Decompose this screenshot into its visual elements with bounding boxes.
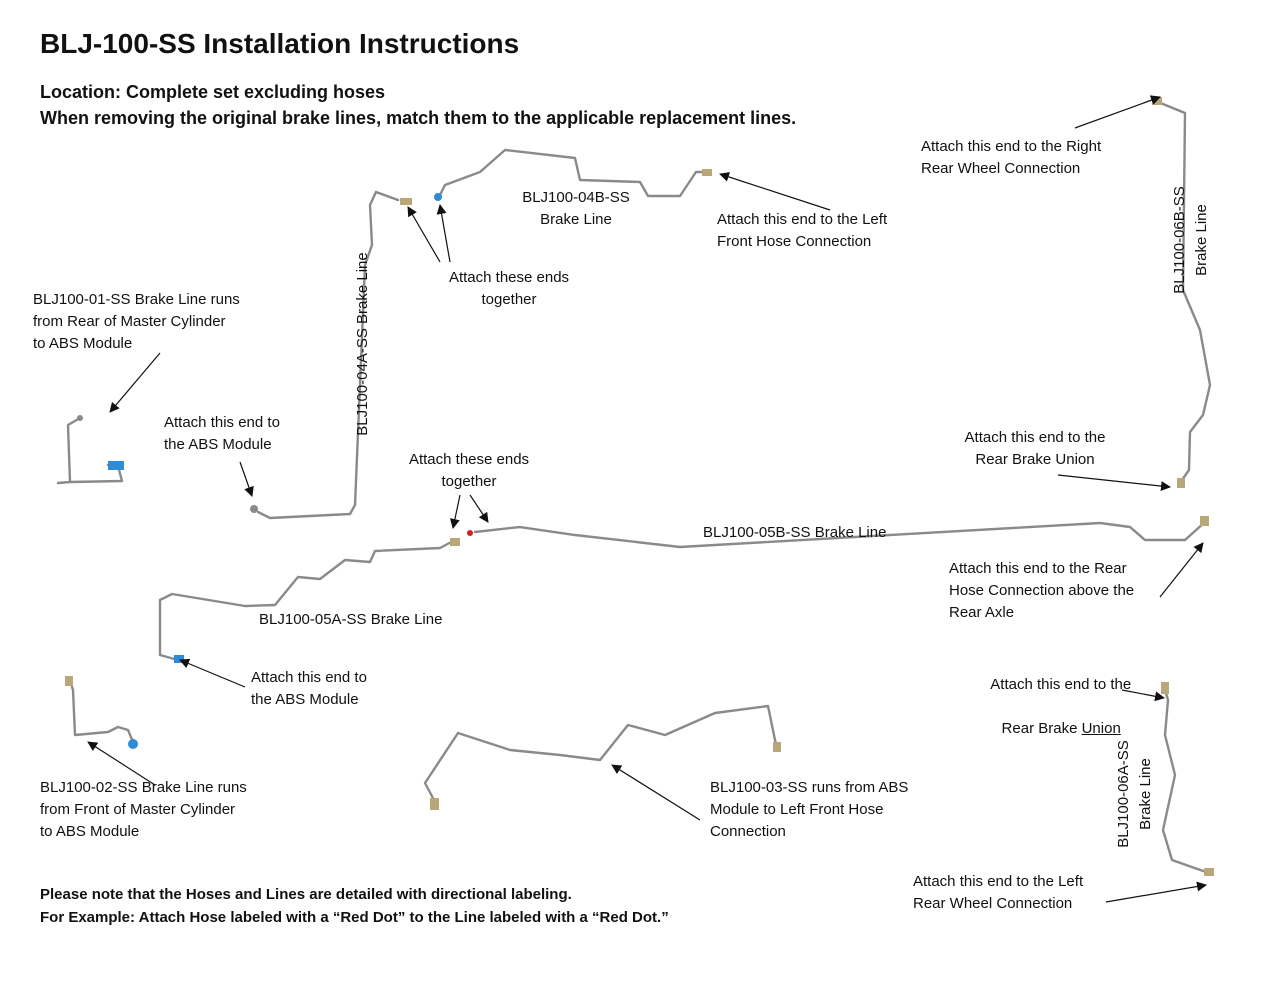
label-rear-hose-connection: Attach this end to the Rear Hose Connect… [949,560,1135,621]
brake-line-04a [256,190,400,520]
instruction-text: When removing the original brake lines, … [40,108,797,128]
location-text: Location: Complete set excluding hoses [40,82,386,102]
callout-arrows [87,95,1207,903]
label-abs-module-2: Attach this end to the ABS Module [251,669,367,708]
rear-brake-union-2-line2a: Rear Brake [1001,720,1082,737]
brake-line-06b [1156,100,1212,482]
rear-brake-union-2-line2b: Union [1081,720,1121,737]
label-abs-module-1: Attach this end to the ABS Module [164,414,280,453]
label-right-rear-wheel: Attach this end to the Right Rear Wheel … [921,138,1102,177]
label-line-04a: BLJ100-04A-SS Brake Line [354,252,371,436]
label-line-05a: BLJ100-05A-SS Brake Line [259,611,443,628]
brake-line-01 [56,416,124,485]
label-line-04b: BLJ100-04B-SS Brake Line [522,189,630,228]
label-rear-brake-union-2: Attach this end to the Rear Brake Union [971,652,1143,740]
label-line-06a: BLJ100-06A-SS Brake Line [1115,740,1154,848]
label-left-rear-wheel: Attach this end to the Left Rear Wheel C… [913,873,1084,912]
brake-line-02 [68,678,135,744]
label-line-06b: BLJ100-06B-SS Brake Line [1171,186,1210,294]
rear-brake-union-2-line1: Attach this end to the [990,676,1132,693]
label-rear-brake-union-1: Attach this end to the Rear Brake Union [964,429,1106,468]
label-line-05b: BLJ100-05B-SS Brake Line [703,524,887,541]
brake-line-03 [423,704,779,802]
page-title: BLJ-100-SS Installation Instructions [40,28,520,59]
brake-line-05a [158,538,457,662]
brake-line-05b [473,520,1207,549]
brake-line-06a [1161,688,1208,874]
label-attach-together-1: Attach these ends together [448,269,570,308]
fittings [65,97,1214,876]
label-attach-together-2: Attach these ends together [408,451,530,490]
brake-line-04b [438,148,708,198]
label-left-front-hose: Attach this end to the Left Front Hose C… [717,211,888,250]
label-line-02: BLJ100-02-SS Brake Line runs from Front … [40,779,247,840]
footer-note-1: Please note that the Hoses and Lines are… [40,886,572,903]
footer-note-2: For Example: Attach Hose labeled with a … [40,909,669,926]
label-line-01: BLJ100-01-SS Brake Line runs from Rear o… [33,291,240,352]
label-line-03: BLJ100-03-SS runs from ABS Module to Lef… [710,779,909,840]
